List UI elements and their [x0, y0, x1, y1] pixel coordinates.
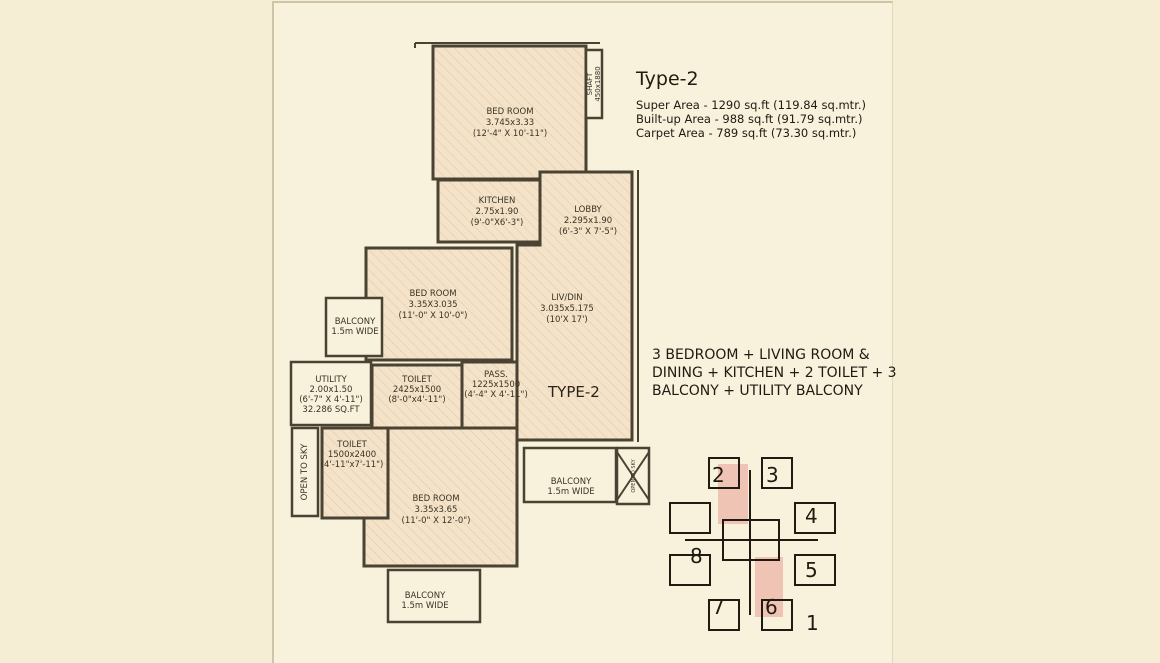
kitchen-size-ft: (9'-0"X6'-3"): [471, 218, 524, 228]
shaft-name: SHAFT: [586, 72, 594, 95]
bed1-size-ft: (12'-4" X 10'-11"): [473, 129, 547, 139]
balcony-bottom: [386, 568, 482, 624]
key-unit-8: 8: [690, 544, 703, 568]
key-unit-1: 1: [806, 611, 819, 635]
lobby-name: LOBBY: [574, 205, 602, 215]
room-labels: BED ROOM 3.745x3.33 (12'-4" X 10'-11") S…: [299, 66, 637, 611]
bed2-size-ft: (11'-0" X 10'-0"): [399, 311, 468, 321]
description-line: BALCONY + UTILITY BALCONY: [652, 383, 863, 399]
type-heading: Type-2: [636, 68, 699, 90]
pass-size: 1225x1500: [472, 380, 520, 390]
key-unit-2: 2: [712, 463, 725, 487]
bed2-name: BED ROOM: [409, 289, 456, 299]
pass-name: PASS.: [484, 370, 508, 380]
toilet2-size: 1500x2400: [328, 450, 376, 460]
utility-name: UTILITY: [315, 375, 347, 385]
open-to-sky-label: OPEN TO SKY: [300, 443, 310, 500]
key-plan: 2 3 4 5 6 7 8 1: [669, 457, 836, 635]
utility-area: 32.286 SQ.FT: [302, 405, 360, 415]
pass-size-ft: (4'-4" X 4'-11"): [464, 390, 528, 400]
bedroom-3: [362, 426, 519, 568]
key-unit-5: 5: [805, 558, 818, 582]
balcony-bottom-name: BALCONY: [405, 591, 446, 601]
livdin-size-ft: (10'X 17'): [546, 315, 587, 325]
toilet2-size-ft: (4'-11"x7'-11"): [321, 460, 384, 470]
lobby-size-ft: (6'-3" X 7'-5"): [559, 227, 617, 237]
toilet2-name: TOILET: [336, 440, 367, 450]
unit-description: 3 BEDROOM + LIVING ROOM & DINING + KITCH…: [652, 346, 897, 400]
toilet1-size-ft: (8'-0"x4'-11"): [388, 395, 445, 405]
key-unit-4: 4: [805, 504, 818, 528]
utility: [289, 360, 373, 427]
type-label: TYPE-2: [547, 383, 600, 401]
balcony-right-size: 1.5m WIDE: [547, 487, 594, 497]
key-unit-3: 3: [766, 463, 779, 487]
shaft: [584, 48, 604, 120]
kitchen-name: KITCHEN: [479, 196, 516, 206]
key-unit-7: 7: [712, 595, 725, 619]
kitchen: [436, 178, 542, 244]
shaft-size: 450x1880: [594, 66, 602, 101]
area-list: Super Area - 1290 sq.ft (119.84 sq.mtr.)…: [636, 98, 866, 140]
bed3-size-ft: (11'-0" X 12'-0"): [402, 516, 471, 526]
livdin-size: 3.035x5.175: [540, 304, 594, 314]
utility-size-ft: (6'-7" X 4'-11"): [299, 395, 363, 405]
bed1-size: 3.745x3.33: [486, 118, 534, 128]
balcony-bottom-size: 1.5m WIDE: [401, 601, 448, 611]
extra-walls: [414, 42, 650, 501]
key-unit-6: 6: [765, 595, 778, 619]
carpet-area: Carpet Area - 789 sq.ft (73.30 sq.mtr.): [636, 126, 857, 140]
toilet1-size: 2425x1500: [393, 385, 441, 395]
bed2-size: 3.35X3.035: [408, 300, 457, 310]
built-up-area: Built-up Area - 988 sq.ft (91.79 sq.mtr.…: [636, 112, 863, 126]
bed3-size: 3.35x3.65: [415, 505, 458, 515]
description-line: 3 BEDROOM + LIVING ROOM &: [652, 347, 870, 363]
open-to-sky-small-label: OPEN TO SKY: [631, 458, 637, 492]
toilet1-name: TOILET: [401, 375, 432, 385]
super-area: Super Area - 1290 sq.ft (119.84 sq.mtr.): [636, 98, 867, 112]
utility-size: 2.00x1.50: [310, 385, 353, 395]
balcony-right-name: BALCONY: [551, 477, 592, 487]
livdin-name: LIV/DIN: [551, 293, 582, 303]
outdoor-areas: [289, 48, 651, 624]
balcony-left-size: 1.5m WIDE: [331, 327, 378, 337]
balcony-right: [522, 446, 618, 504]
bed1-name: BED ROOM: [486, 107, 533, 117]
bedroom-1: [431, 44, 588, 181]
description-line: DINING + KITCHEN + 2 TOILET + 3: [652, 365, 897, 381]
kitchen-size: 2.75x1.90: [476, 207, 519, 217]
lobby-size: 2.295x1.90: [564, 216, 612, 226]
balcony-left: [324, 296, 384, 358]
bed3-name: BED ROOM: [412, 494, 459, 504]
open-to-sky: [290, 426, 320, 518]
bedroom-2: [364, 246, 514, 362]
balcony-left-name: BALCONY: [335, 317, 376, 327]
